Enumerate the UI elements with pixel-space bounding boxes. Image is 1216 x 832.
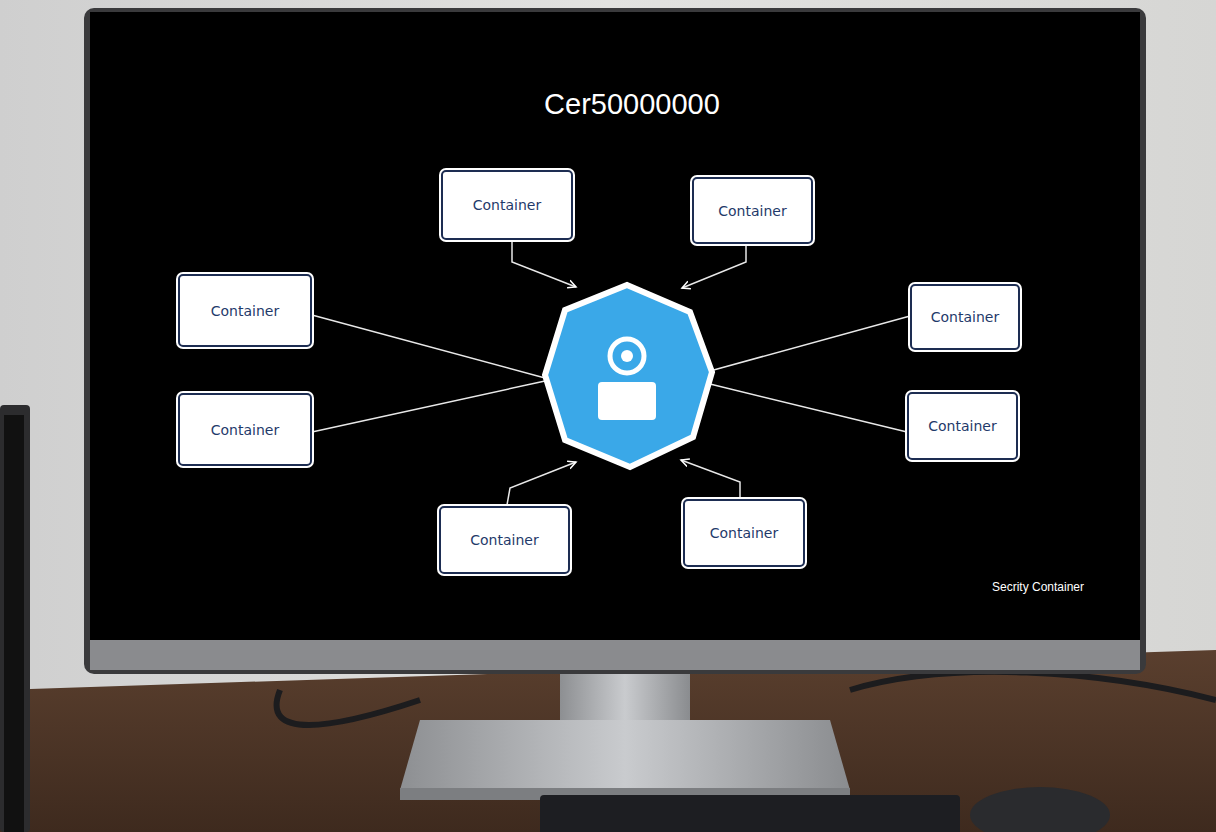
box-label: Container [928,418,996,434]
screen-caption: Secrity Container [992,580,1084,594]
container-box: Container [907,392,1018,460]
container-box: Container [441,170,573,240]
box-label: Container [211,303,279,319]
box-label: Container [710,525,778,541]
container-box: Container [683,499,805,567]
container-box: Container [178,393,312,466]
diagram-title: Cer50000000 [544,88,720,121]
box-label: Container [211,422,279,438]
box-label: Container [473,197,541,213]
box-label: Container [718,203,786,219]
box-label: Container [470,532,538,548]
container-box: Container [910,284,1020,350]
container-box: Container [692,177,813,244]
container-box: Container [439,506,570,574]
container-box: Container [178,274,312,347]
box-label: Container [931,309,999,325]
